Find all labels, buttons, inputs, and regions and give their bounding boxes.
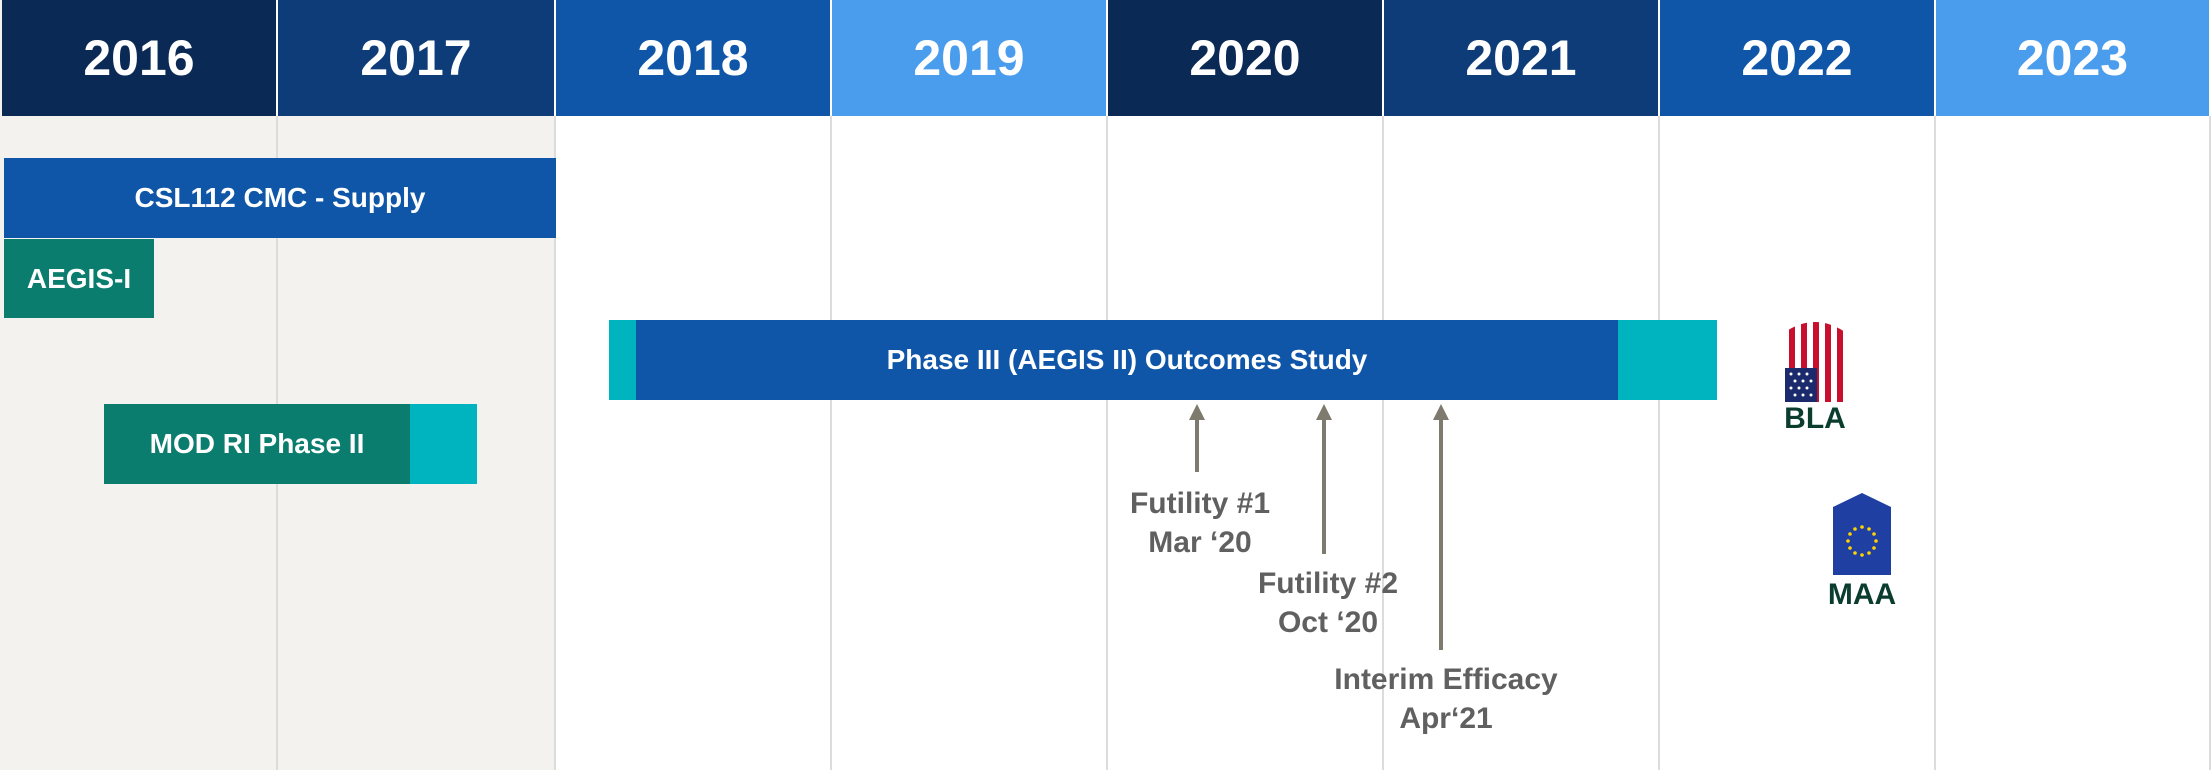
bar-phase-iii-end-accent: [1618, 320, 1717, 400]
bar-aegis-i: AEGIS-I: [4, 239, 154, 318]
year-column-2023: [1936, 0, 2211, 770]
milestone-interim-efficacy-date: Apr‘21: [1399, 702, 1493, 735]
eu-flag-icon: [1833, 493, 1891, 575]
year-header-2017: 2017: [278, 0, 556, 116]
us-flag-icon: [1785, 322, 1845, 402]
milestone-interim-efficacy: Interim Efficacy Apr‘21: [1306, 660, 1586, 738]
bar-csl112-cmc-supply: CSL112 CMC - Supply: [4, 158, 556, 238]
bar-phase-iii-start-accent: [609, 320, 636, 400]
year-column-2017: [278, 0, 556, 770]
year-header-2019: 2019: [832, 0, 1108, 116]
milestone-futility-2-date: Oct ‘20: [1277, 606, 1379, 639]
year-column-2016: [0, 0, 278, 770]
milestone-futility-1-title: Futility #1: [1129, 487, 1271, 520]
year-header-2020: 2020: [1108, 0, 1384, 116]
year-header-2021: 2021: [1384, 0, 1660, 116]
year-header-2018: 2018: [556, 0, 832, 116]
year-header-2022: 2022: [1660, 0, 1936, 116]
milestone-futility-1: Futility #1 Mar ‘20: [1100, 484, 1300, 562]
bar-phase-iii-outcomes-study: Phase III (AEGIS II) Outcomes Study: [636, 320, 1618, 400]
arrow-interim-efficacy: [1433, 404, 1449, 650]
milestone-futility-1-date: Mar ‘20: [1148, 526, 1252, 559]
milestone-interim-efficacy-title: Interim Efficacy: [1334, 663, 1558, 696]
milestone-futility-2: Futility #2 Oct ‘20: [1228, 564, 1428, 642]
year-header-2016: 2016: [2, 0, 278, 116]
arrow-futility-1: [1189, 404, 1205, 472]
arrow-futility-2: [1316, 404, 1332, 554]
filing-bla-label: BLA: [1784, 402, 1846, 435]
milestone-futility-2-title: Futility #2: [1257, 567, 1399, 600]
filing-maa-label: MAA: [1827, 578, 1897, 611]
bar-mod-ri-end-accent: [410, 404, 477, 484]
year-header-2023: 2023: [1936, 0, 2211, 116]
bar-mod-ri-phase-ii: MOD RI Phase II: [104, 404, 410, 484]
